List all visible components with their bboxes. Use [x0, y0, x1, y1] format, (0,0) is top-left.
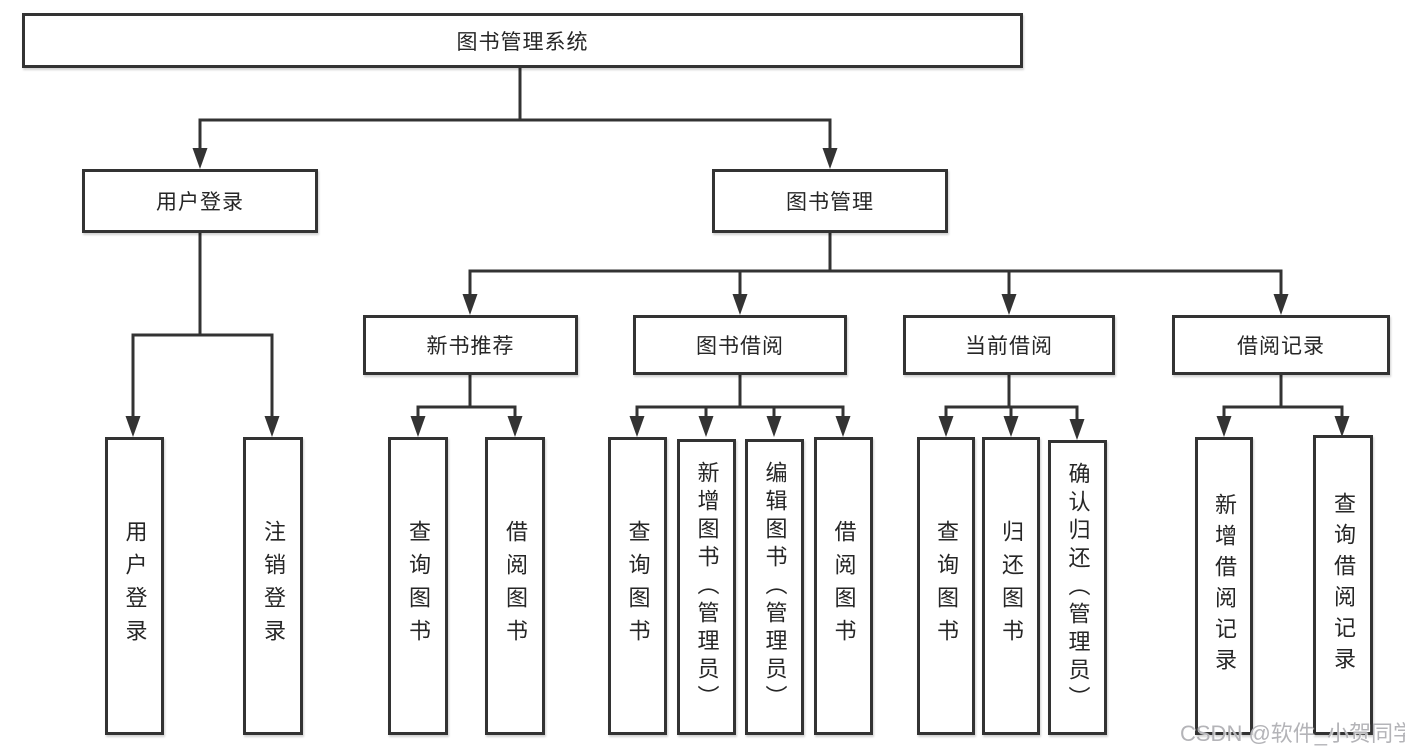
arrow-icon	[629, 416, 645, 437]
leaf-logout: 注销登录	[243, 437, 303, 735]
node-label: 借阅记录	[1237, 335, 1325, 358]
node-label: 注销登录	[261, 520, 286, 652]
leaf-add-book-admin: 新增图书（管理员）	[677, 439, 736, 735]
leaf-borrow-book-recommend: 借阅图书	[485, 437, 545, 735]
leaf-confirm-return-admin: 确认归还（管理员）	[1048, 440, 1107, 735]
node-book-management: 图书管理	[712, 169, 948, 233]
watermark: CSDN @软件_小贺同学	[1180, 721, 1405, 746]
node-label: 当前借阅	[965, 335, 1053, 358]
arrow-icon	[698, 416, 714, 437]
arrow-icon	[1216, 416, 1232, 437]
arrow-icon	[1003, 416, 1019, 437]
arrow-icon	[1273, 294, 1289, 315]
node-label: 新书推荐	[426, 335, 515, 358]
node-label: 图书管理系统	[456, 30, 589, 54]
arrow-icon	[1069, 419, 1085, 440]
node-label: 图书管理	[786, 191, 874, 214]
node-label: 归还图书	[999, 520, 1024, 652]
node-label: 新增图书（管理员）	[694, 461, 720, 713]
arrow-icon	[1001, 294, 1017, 315]
arrow-icon	[192, 148, 208, 169]
arrow-icon	[125, 416, 141, 437]
node-book-borrow: 图书借阅	[633, 315, 847, 375]
leaf-query-book-recommend: 查询图书	[388, 437, 448, 735]
leaf-user-login: 用户登录	[105, 437, 164, 735]
leaf-query-book-current: 查询图书	[917, 437, 975, 735]
node-label: 查询图书	[625, 520, 651, 652]
arrow-icon	[264, 416, 280, 437]
node-label: 图书借阅	[696, 335, 784, 358]
leaf-edit-book-admin: 编辑图书（管理员）	[745, 439, 804, 735]
leaf-query-book-borrow: 查询图书	[608, 437, 667, 735]
node-label: 新增借阅记录	[1212, 493, 1237, 679]
node-label: 借阅图书	[831, 520, 857, 652]
node-label: 确认归还（管理员）	[1065, 461, 1091, 714]
arrow-icon	[462, 294, 478, 315]
node-label: 用户登录	[156, 191, 244, 214]
node-borrow-records: 借阅记录	[1172, 315, 1390, 375]
node-label: 编辑图书（管理员）	[762, 461, 788, 713]
arrow-icon	[835, 416, 851, 437]
node-label: 借阅图书	[503, 520, 528, 652]
arrow-icon	[410, 416, 426, 437]
arrow-icon	[732, 294, 748, 315]
node-root: 图书管理系统	[22, 13, 1023, 68]
arrow-icon	[766, 416, 782, 437]
node-current-borrow: 当前借阅	[903, 315, 1115, 375]
leaf-query-borrow-record: 查询借阅记录	[1313, 435, 1373, 735]
node-label: 用户登录	[122, 520, 148, 652]
leaf-add-borrow-record: 新增借阅记录	[1195, 437, 1253, 735]
node-new-book-recommend: 新书推荐	[363, 315, 578, 375]
node-label: 查询图书	[934, 520, 959, 652]
arrow-icon	[1334, 416, 1350, 437]
node-label: 查询图书	[406, 520, 431, 652]
arrow-icon	[822, 148, 838, 169]
node-user-login: 用户登录	[82, 169, 318, 233]
arrow-icon	[507, 416, 523, 437]
arrow-icon	[938, 416, 954, 437]
node-label: 查询借阅记录	[1331, 492, 1356, 678]
leaf-return-book: 归还图书	[982, 437, 1040, 735]
leaf-borrow-book: 借阅图书	[814, 437, 873, 735]
